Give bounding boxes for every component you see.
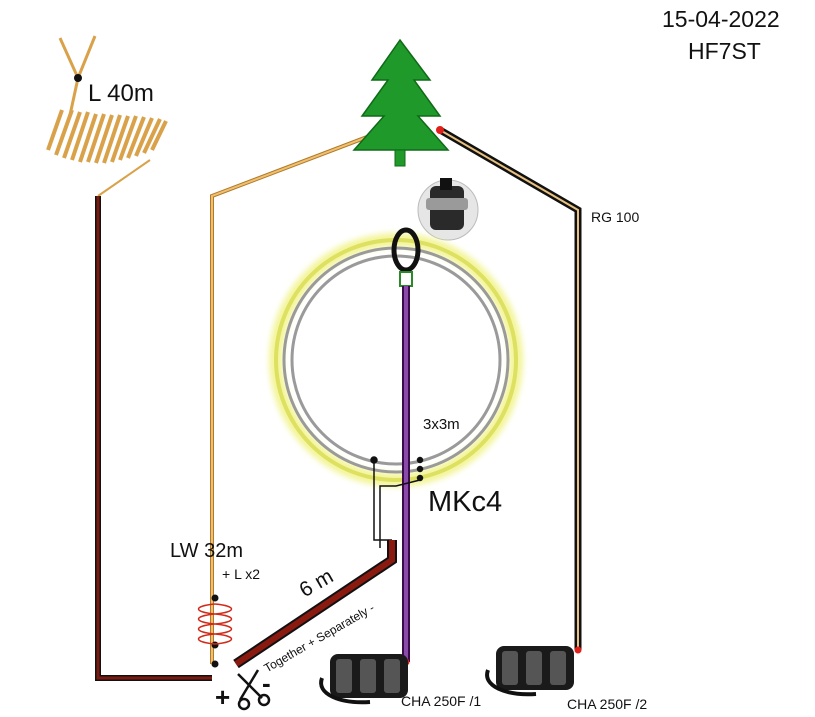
longwire-label: LW 32m xyxy=(170,540,243,562)
date-label: 15-04-2022 xyxy=(662,6,780,32)
feedline xyxy=(402,286,410,666)
ferrite-core-icon xyxy=(417,178,479,241)
counterpoise-6m xyxy=(233,540,397,669)
loading-label: + L x2 xyxy=(222,566,261,582)
wire-40m-icon xyxy=(46,35,168,164)
magnetic-loop xyxy=(269,233,523,487)
scissors-icon xyxy=(237,669,271,711)
coax-rg100 xyxy=(436,126,582,654)
choke2-label: CHA 250F /2 xyxy=(567,696,648,712)
choke1-label: CHA 250F /1 xyxy=(401,693,482,709)
loop-name-label: MKc4 xyxy=(428,486,503,518)
coil-icon xyxy=(197,603,233,645)
loop-size-label: 3x3m xyxy=(423,416,460,433)
loop-connections xyxy=(370,456,424,548)
minus-sign: - xyxy=(262,668,271,698)
choke-icon xyxy=(319,646,574,705)
plus-sign: + xyxy=(215,682,231,712)
tree-icon xyxy=(352,38,450,167)
callsign-label: HF7ST xyxy=(688,38,761,64)
coax-label: RG 100 xyxy=(591,209,640,225)
wire-40m-label: L 40m xyxy=(88,80,154,107)
wire-40m-feed xyxy=(95,159,212,681)
